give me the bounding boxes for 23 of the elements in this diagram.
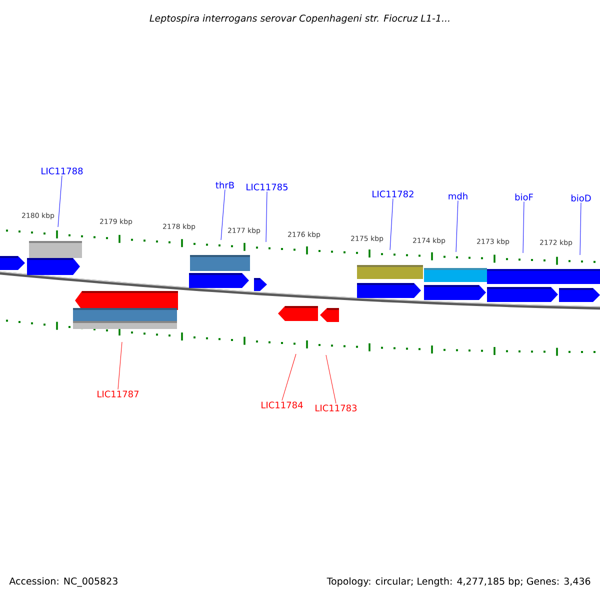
leader-line [58,175,62,228]
gene-label: LIC11784 [262,402,303,408]
leader-line [118,342,122,390]
leader-line [456,200,458,252]
gene-label: LIC11787 [98,390,138,398]
gene-label: mdh [448,192,468,200]
leader-line [390,198,394,250]
leader-line [522,201,524,254]
leader-line [326,354,336,404]
gene-label: LIC11785 [246,184,288,190]
leader-line [220,189,226,240]
title: Leptospira interrogans serovar Copenhageni str. Fiocruz L1-1... [150,14,450,24]
leader-line [580,202,582,256]
gene-label: LIC11783 [316,404,357,412]
gene-label: LIC11788 [42,168,83,174]
leader-line [266,191,268,242]
footer-text: Topology: circular; Length: 4,277,185 bp; Genes: 3,436 [326,577,590,587]
gene-label: thrB [216,182,234,188]
gene-label: bioF [515,194,533,200]
gene-label: bioD [572,194,591,202]
leader-line [282,354,296,401]
footer-text: Accession: NC_005823 [9,577,118,587]
gene-label: LIC11782 [372,190,414,198]
